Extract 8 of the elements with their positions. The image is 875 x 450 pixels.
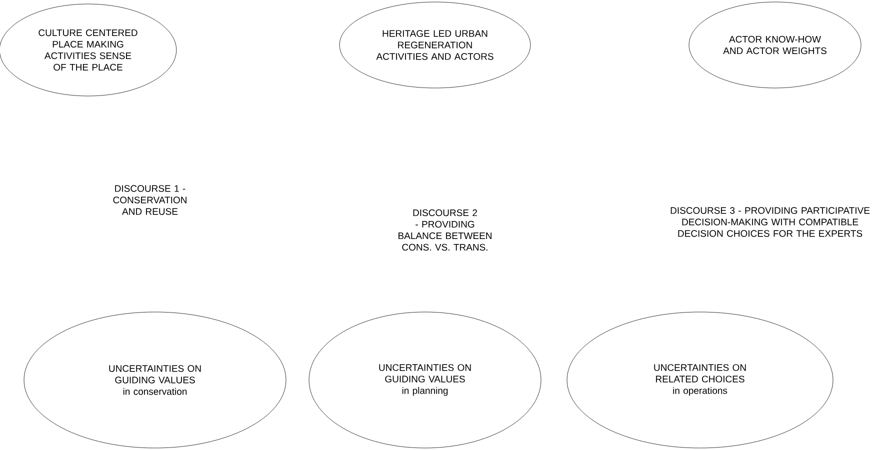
ellipse-node: HERITAGE LED URBAN REGENERATION ACTIVITIES AND ACTORS (339, 2, 531, 88)
ellipse-node: UNCERTAINTIES ON RELATED CHOICES in operations (566, 312, 834, 448)
ellipse-node: ACTOR KNOW-HOW AND ACTOR WEIGHTS (688, 2, 862, 88)
ellipse-node: UNCERTAINTIES ON GUIDING VALUES in conservation (24, 312, 286, 448)
ellipse-node: UNCERTAINTIES ON GUIDING VALUES in planning (308, 312, 542, 448)
discourse-text: DISCOURSE 3 - PROVIDING PARTICIPATIVE DECISION-MAKING WITH COMPATIBLE DECISION CHOICES FOR THE EXPERTS (670, 207, 870, 237)
discourse-text: DISCOURSE 1 - CONSERVATION AND REUSE (113, 185, 186, 215)
discourse-text: DISCOURSE 2 - PROVIDING BALANCE BETWEEN CONS. VS. TRANS. (398, 209, 492, 251)
